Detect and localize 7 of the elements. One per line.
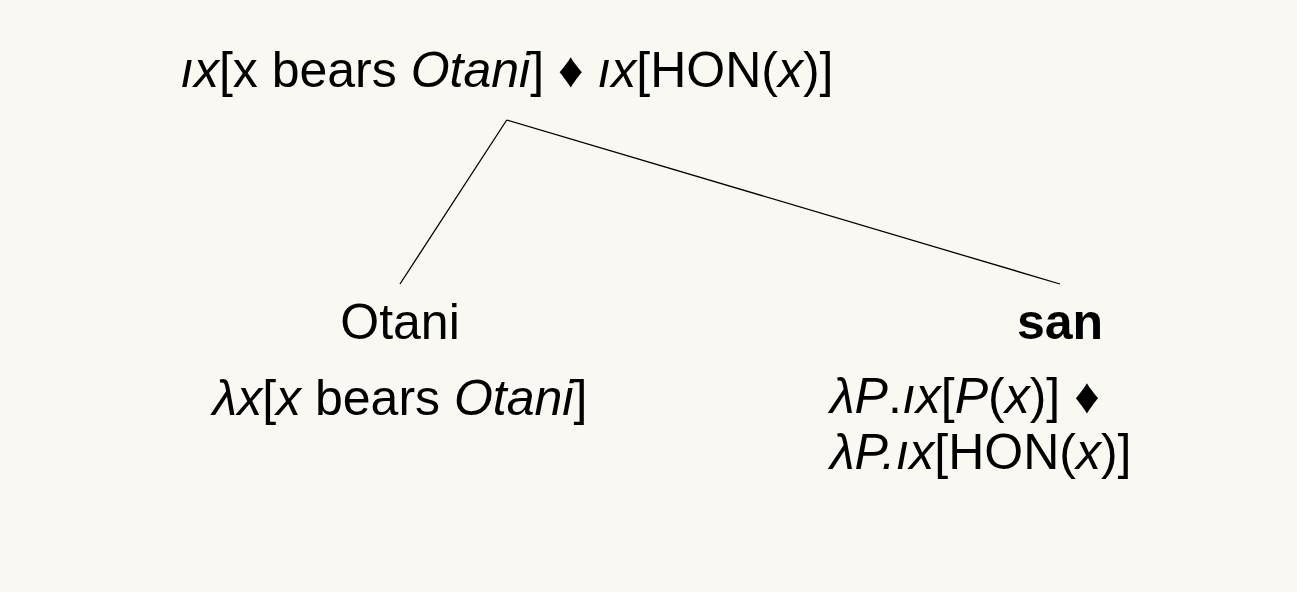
- tree-branch-line: [399, 119, 508, 285]
- semantic-formula: λx[x bears Otani]: [212, 369, 588, 428]
- semantic-formula: λP.ıx[P(x)] ♦ λP.ıx[HON(x)]: [830, 368, 1133, 480]
- node-label: ıx[x bears Otani] ♦ ıx[HON(x)]: [180, 41, 834, 100]
- node-label: san: [1016, 293, 1104, 352]
- node-label: Otani: [340, 293, 460, 352]
- tree-branch-line: [506, 119, 1061, 285]
